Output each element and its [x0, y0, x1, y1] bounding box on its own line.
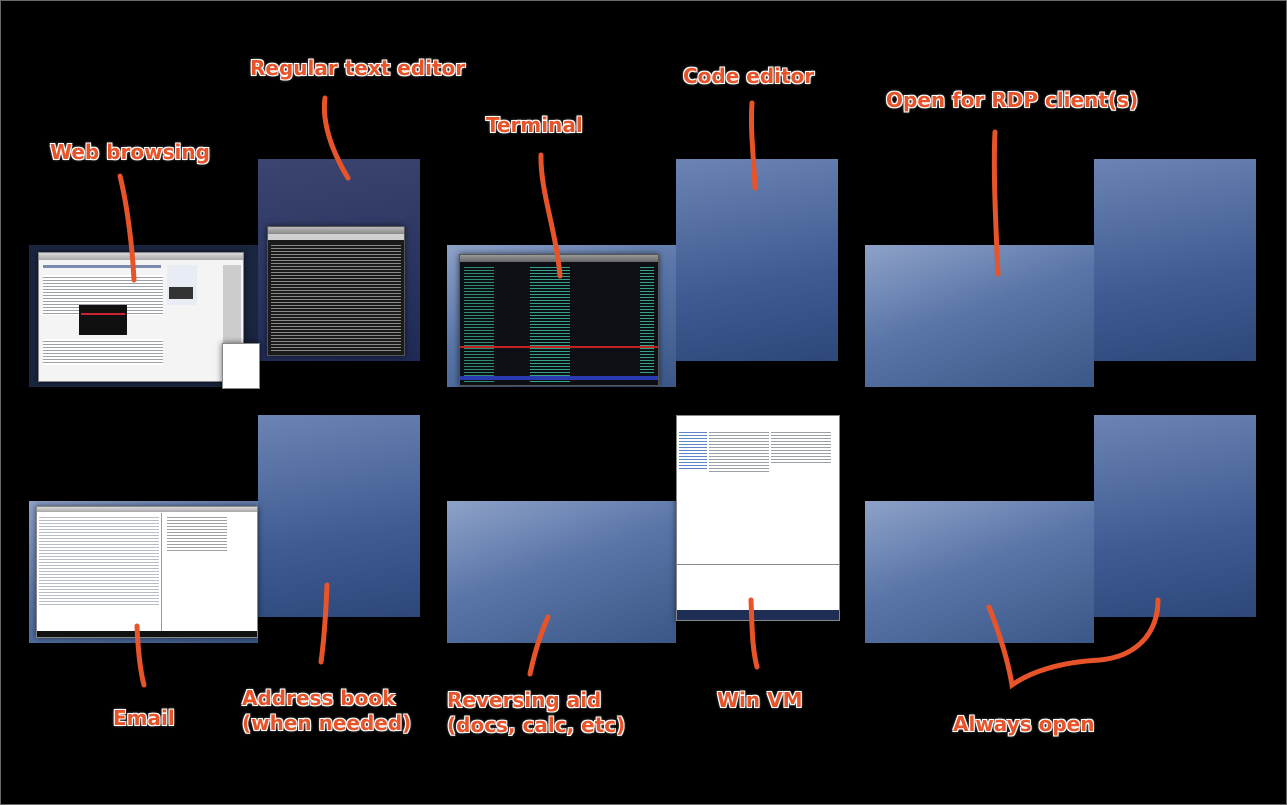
space-reversing-aid[interactable]: [447, 501, 676, 643]
label-address-book-note: (when needed): [242, 711, 412, 735]
always-open-stroke: [986, 597, 1161, 690]
space-always-open[interactable]: [865, 501, 1094, 643]
reversing-aid-stroke: [527, 614, 551, 677]
web-browsing-stroke: [117, 173, 137, 283]
space-rdp-secondary[interactable]: [1094, 159, 1256, 361]
space-always-open-secondary[interactable]: [1094, 415, 1256, 617]
label-win-vm: Win VM: [717, 688, 803, 712]
browser-window-thumbnail[interactable]: [38, 252, 244, 382]
label-email: Email: [113, 706, 175, 730]
win-vm-stroke: [748, 597, 760, 670]
label-code-editor: Code editor: [683, 64, 815, 88]
text-editor-window-thumbnail[interactable]: [267, 226, 405, 356]
label-regular-text-editor: Regular text editor: [250, 56, 466, 80]
label-always-open: Always open: [953, 712, 1095, 736]
terminal-stroke: [538, 152, 563, 279]
label-reversing-aid: Reversing aid: [447, 688, 602, 712]
space-address-book[interactable]: [258, 415, 420, 617]
text-editor-stroke: [321, 95, 351, 181]
space-code-editor[interactable]: [676, 159, 838, 361]
code-editor-stroke: [748, 100, 758, 191]
label-address-book: Address book: [242, 686, 396, 710]
email-window-thumbnail[interactable]: [36, 506, 258, 638]
address-book-stroke: [318, 582, 330, 665]
label-reversing-aid-note: (docs, calc, etc): [447, 713, 626, 737]
secondary-window-thumbnail[interactable]: [222, 343, 260, 389]
label-terminal: Terminal: [486, 113, 583, 137]
space-rdp-client[interactable]: [865, 245, 1094, 387]
email-stroke: [134, 623, 147, 688]
win-vm-window-thumbnail[interactable]: [676, 415, 840, 621]
label-open-rdp: Open for RDP client(s): [886, 88, 1139, 112]
rdp-stroke: [991, 129, 1001, 277]
label-web-browsing: Web browsing: [50, 140, 210, 164]
